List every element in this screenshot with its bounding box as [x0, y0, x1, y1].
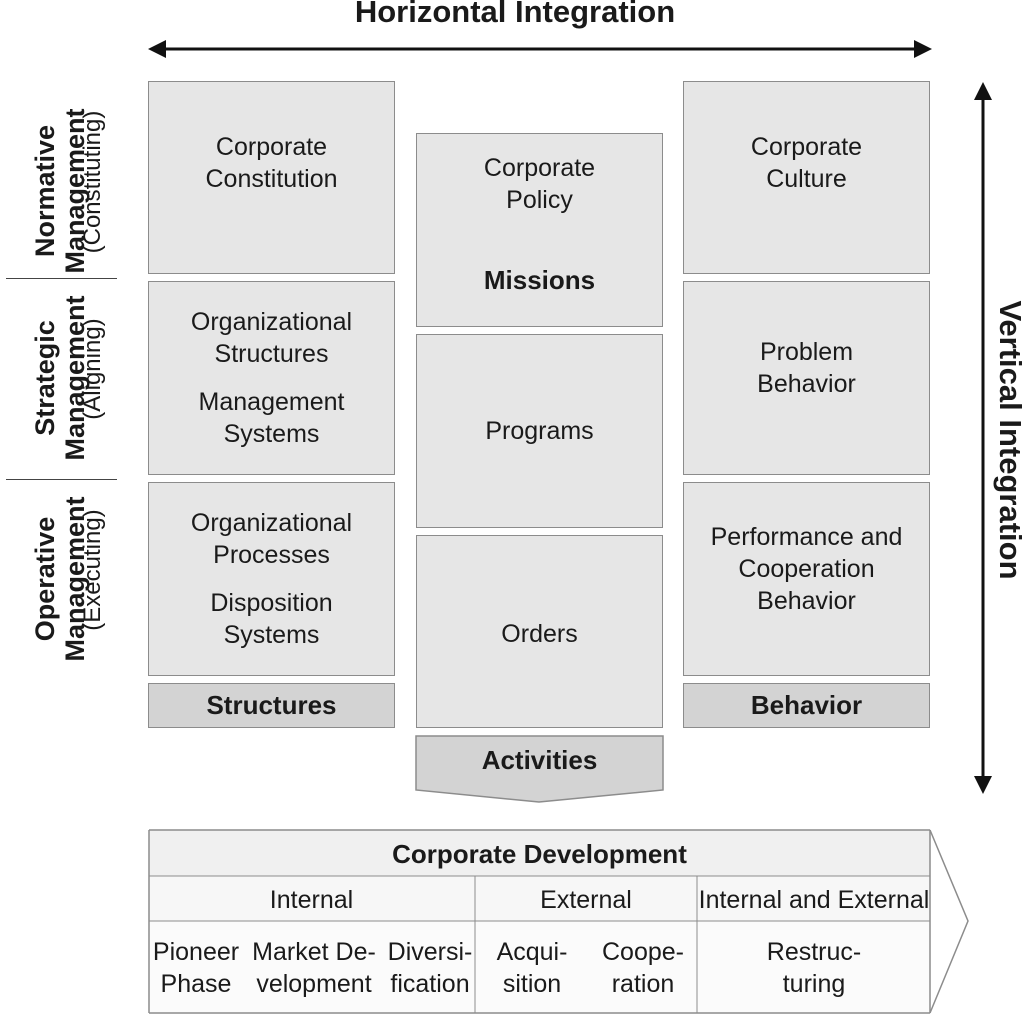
phase-pioneer: Pioneer Phase [152, 938, 240, 998]
structures-strategic-cell: Organizational Structures Management Sys… [148, 281, 395, 475]
row-label-operative-sub: (Executing) [78, 477, 108, 663]
organizational-structures-label: Organizational Structures [190, 308, 353, 368]
orders-label: Orders [501, 619, 578, 648]
vertical-arrow [974, 82, 992, 794]
performance-behavior-label: Performance and Cooperation Behavior [710, 523, 903, 615]
corporate-culture-label: Corporate Culture [750, 132, 863, 193]
management-systems-label: Management Systems [198, 388, 345, 448]
structures-normative-cell: Corporate Constitution [148, 81, 395, 274]
vertical-integration-title: Vertical Integration [993, 300, 1028, 580]
programs-label: Programs [485, 417, 594, 445]
disposition-systems-label: Disposition Systems [210, 589, 333, 649]
corporate-constitution-label: Corporate Constitution [205, 132, 338, 193]
phase-acquisition: Acqui- sition [496, 938, 568, 998]
behavior-culture-cell: Corporate Culture [683, 81, 930, 274]
problem-behavior-label: Problem Behavior [757, 338, 856, 398]
group-internal-and-external: Internal and External [698, 885, 930, 914]
organizational-processes-label: Organizational Processes [190, 509, 353, 569]
behavior-header: Behavior [683, 683, 930, 728]
phase-restructuring: Restruc- turing [766, 938, 862, 998]
behavior-problem-cell: Problem Behavior [683, 281, 930, 475]
phase-cooperation: Coope- ration [602, 938, 684, 998]
activities-orders-cell: Orders [416, 535, 663, 728]
activities-programs-cell: Programs [416, 334, 663, 528]
row-separator [6, 479, 117, 480]
corporate-policy-label: Corporate Policy [483, 154, 596, 214]
group-internal: Internal [269, 885, 354, 914]
corporate-development-frame [148, 829, 969, 1014]
row-label-normative-sub: (Constituting) [78, 89, 108, 275]
phase-diversification: Diversi- fication [387, 938, 473, 998]
strategic-management-sub: (Aligning) [79, 318, 106, 420]
normative-management-sub: (Constituting) [79, 110, 106, 254]
activities-header-shape [415, 735, 664, 803]
horizontal-arrow [148, 40, 932, 58]
activities-header: Activities [481, 745, 598, 775]
missions-label: Missions [483, 265, 596, 295]
activities-policy-cell: Corporate Policy Missions [416, 133, 663, 327]
corporate-development-title: Corporate Development [392, 839, 687, 869]
structures-operative-cell: Organizational Processes Disposition Sys… [148, 482, 395, 676]
horizontal-integration-title: Horizontal Integration [354, 0, 676, 29]
row-label-strategic-sub: (Aligning) [78, 276, 108, 462]
structures-header: Structures [148, 683, 395, 728]
phase-market-development: Market De- velopment [252, 938, 376, 998]
group-external: External [540, 885, 632, 914]
behavior-performance-cell: Performance and Cooperation Behavior [683, 482, 930, 676]
operative-management-sub: (Executing) [79, 509, 106, 631]
row-separator [6, 278, 117, 279]
